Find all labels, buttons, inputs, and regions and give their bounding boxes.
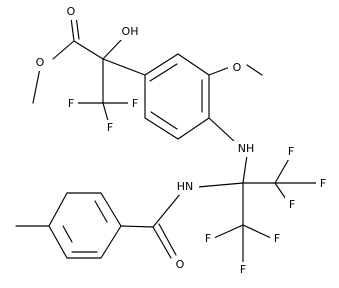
mask-carbonyl-oxygen [63,4,79,20]
bond-ring-to-methoxy-oxygen [208,66,231,76]
bond-quaternary-to-amide-nitrogen [197,182,244,188]
bond-lower-cf3-to-f-left [213,224,244,239]
bond-amide-carbonyl-double-1 [152,226,172,259]
mask-methoxy-oxygen [228,60,246,76]
toluene-ring-main [48,192,122,259]
mask-hydroxyl [118,24,142,40]
atom-labels: O O OH O NH HN O F F F F F F F F F [36,5,327,276]
bond-group [15,15,318,265]
fluorine-label-2: F [132,97,138,110]
hydroxyl-label: OH [122,25,139,38]
mask-f9 [236,262,250,278]
benzene-ring-inner-1 [149,63,178,82]
ester-oxygen-label: O [36,56,45,69]
mask-amide-oxygen [172,257,188,273]
bond-ring-to-amine [208,117,237,144]
bond-amide-nitrogen-to-carbonyl-carbon [152,192,182,228]
fluorine-label-9: F [240,263,246,276]
fluorine-label-1: F [68,97,74,110]
mask-f5 [316,176,330,192]
carbonyl-oxygen-label: O [67,5,76,18]
amide-oxygen-label: O [176,258,185,271]
bond-carbonyl-to-ester-oxygen [52,40,75,60]
benzene-ring-inner-3 [150,111,178,130]
mask-f4 [284,144,298,160]
top-amine-label: NH [238,142,255,155]
mask-ester-oxygen [31,55,49,71]
bond-alpha-to-hydroxyl [102,37,124,60]
mask-f6 [285,197,299,213]
bond-alpha-to-ring [102,58,146,76]
bond-carbonyl-carbon-to-alpha-carbon [73,40,104,60]
mask-amide-amine [171,179,199,195]
mask-f3 [103,120,117,136]
fluorine-label-7: F [205,232,211,245]
methoxy-oxygen-label: O [233,61,242,74]
fluorine-label-8: F [274,232,280,245]
fluorine-label-6: F [289,198,295,211]
toluene-ring-inner-2 [62,225,73,243]
bond-ester-oxygen-to-methyl [32,67,41,104]
fluorine-label-4: F [288,145,294,158]
amide-amine-label: HN [177,180,194,193]
bond-methoxy-oxygen-to-methyl [246,64,263,76]
mask-f8 [270,231,284,247]
label-backgrounds [31,4,330,278]
fluorine-label-5: F [320,177,326,190]
bond-amide-carbonyl-double-2 [158,223,177,256]
mask-f7 [201,231,215,247]
bond-amine-to-quaternary-carbon [242,154,248,184]
mask-f1 [64,96,78,112]
bond-carbonyl-double-1 [70,17,75,42]
benzene-ring-main [144,53,210,140]
mask-top-amine [232,141,260,157]
fluorine-label-3: F [107,121,113,134]
bond-lower-cf3-to-f-right [242,224,272,239]
bond-upper-cf3-to-f-top [274,156,291,184]
toluene-ring-inner-1 [94,200,108,223]
mask-f2 [128,96,142,112]
bond-amide-carbonyl-to-ring [120,225,154,228]
